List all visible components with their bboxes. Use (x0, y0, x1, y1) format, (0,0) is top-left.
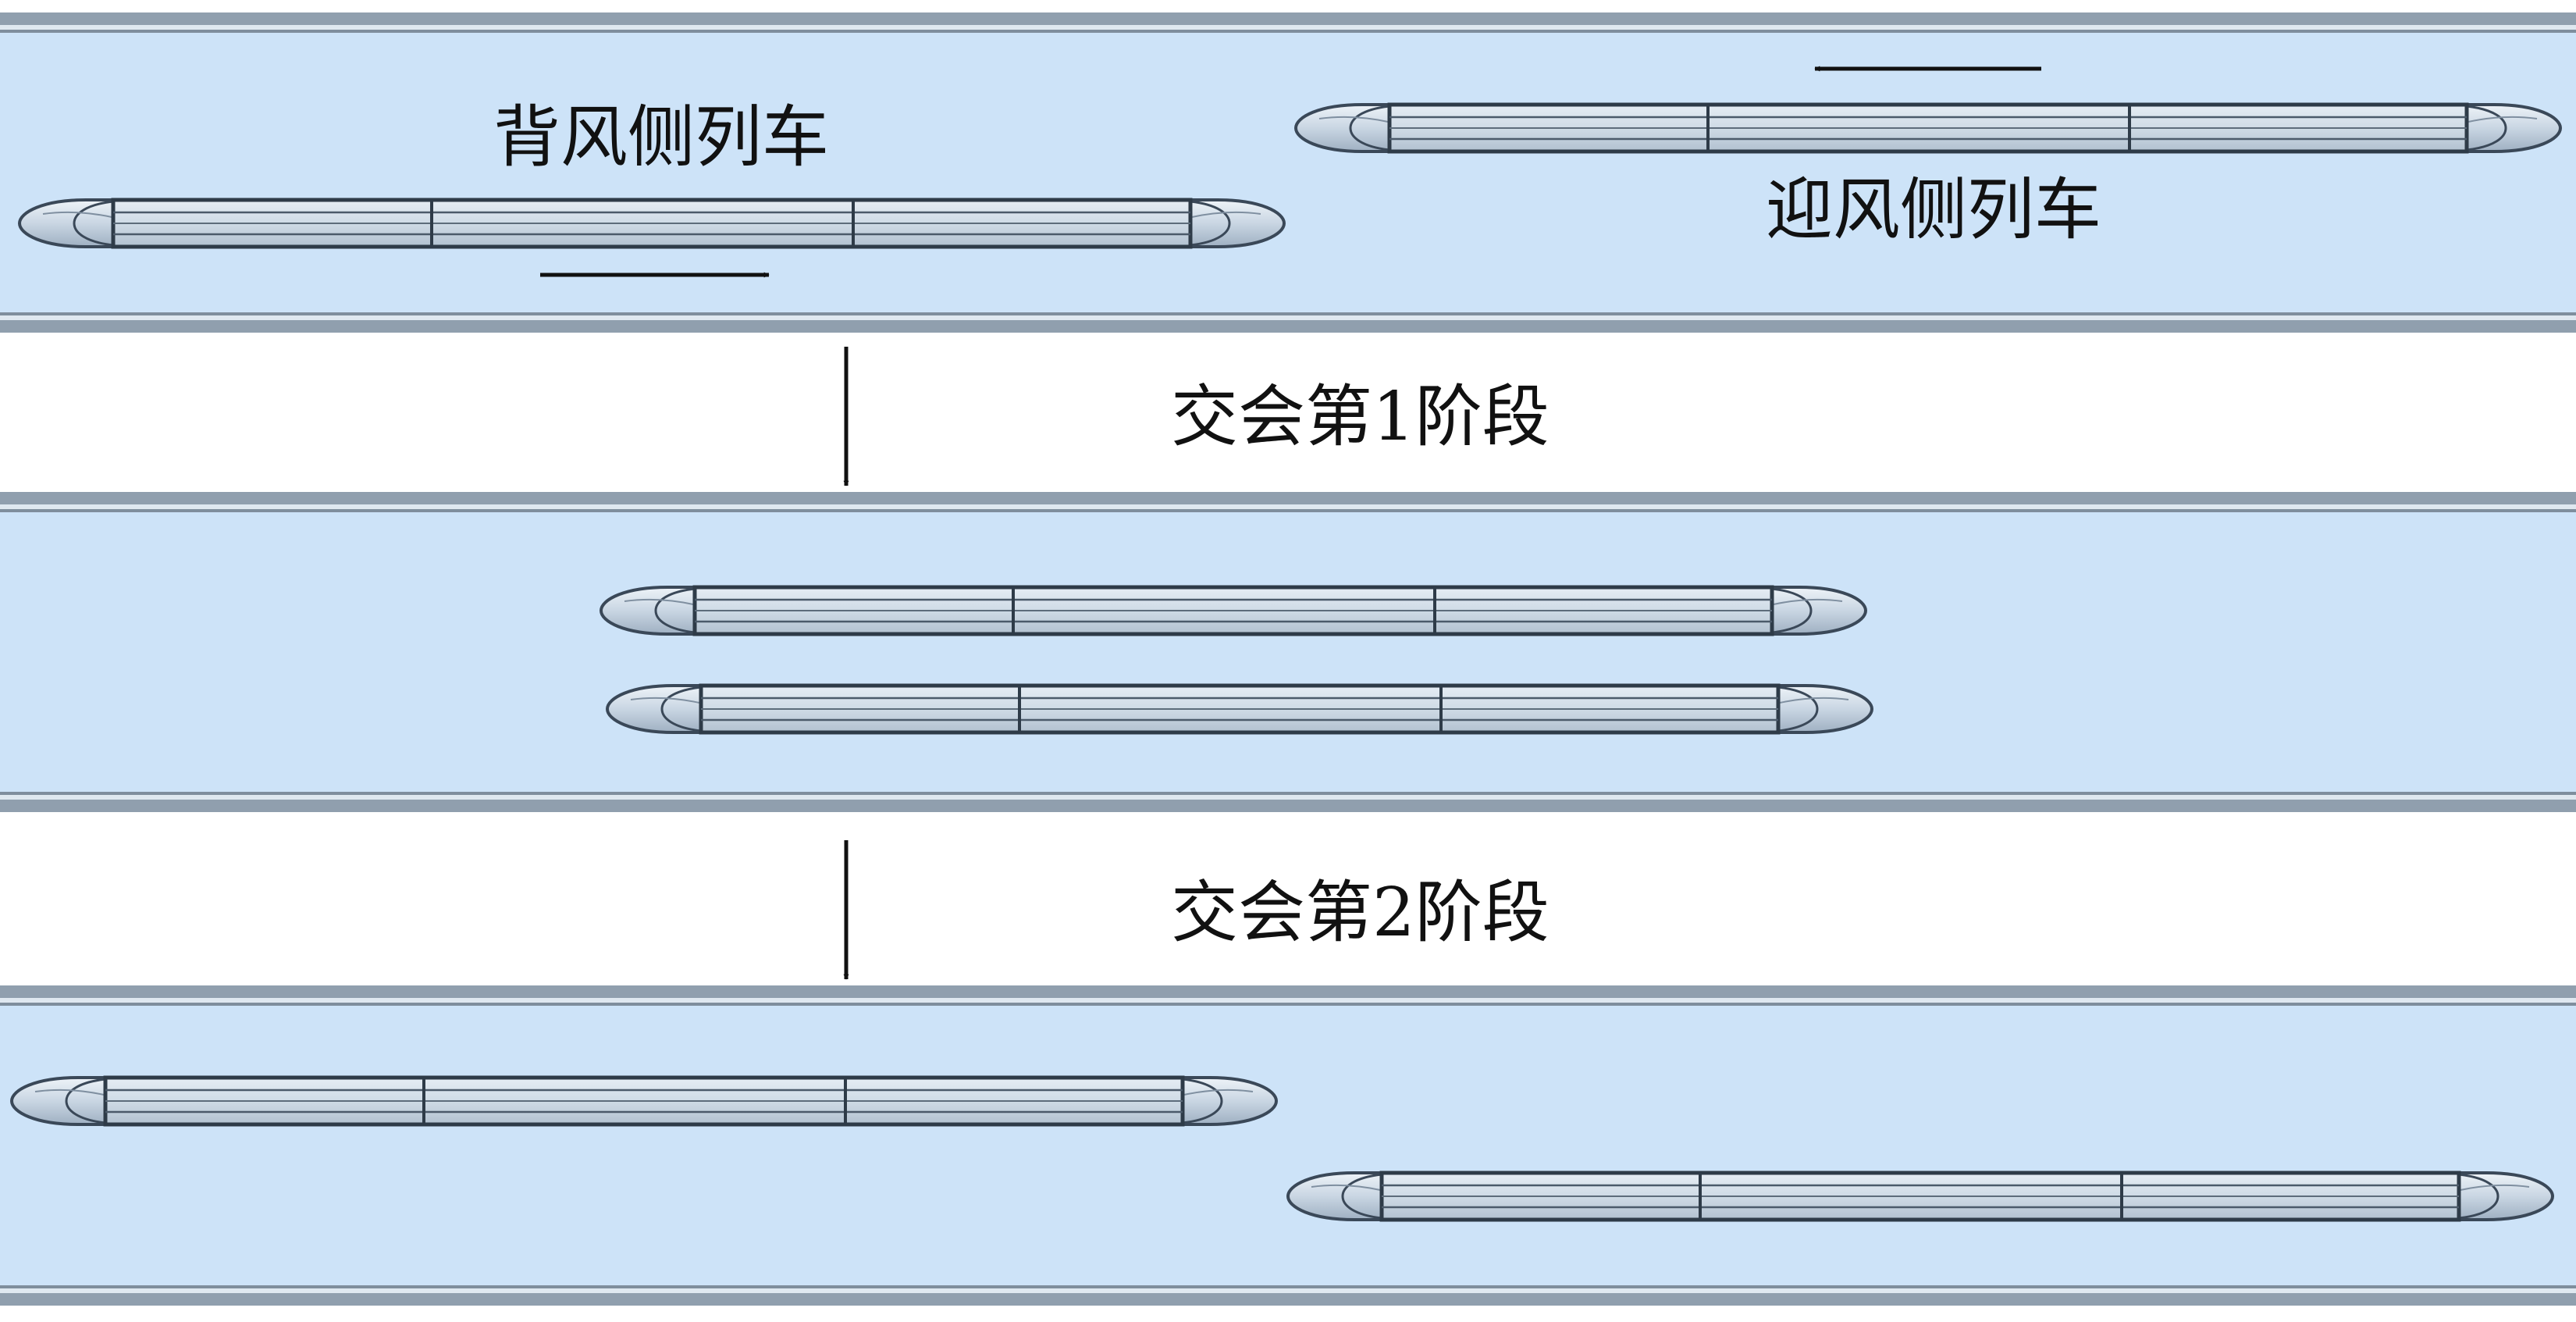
stage-1-train-lower (607, 686, 1872, 732)
leeward-train (20, 200, 1284, 247)
tunnel-band-initial (0, 12, 2576, 333)
tunnel-band-stage-1 (0, 492, 2576, 812)
stage-1-train-upper (601, 587, 1866, 634)
stage-2-windward-train (1288, 1173, 2553, 1220)
windward-train-label: 迎风侧列车 (1766, 171, 2101, 249)
stage-2-label: 交会第2阶段 (1171, 874, 1550, 952)
windward-train (1296, 105, 2560, 151)
tunnel-band-stage-2 (0, 985, 2576, 1306)
stage-2-leeward-train (12, 1078, 1276, 1124)
stage-1-label: 交会第1阶段 (1171, 378, 1550, 456)
leeward-train-label: 背风侧列车 (493, 98, 829, 176)
